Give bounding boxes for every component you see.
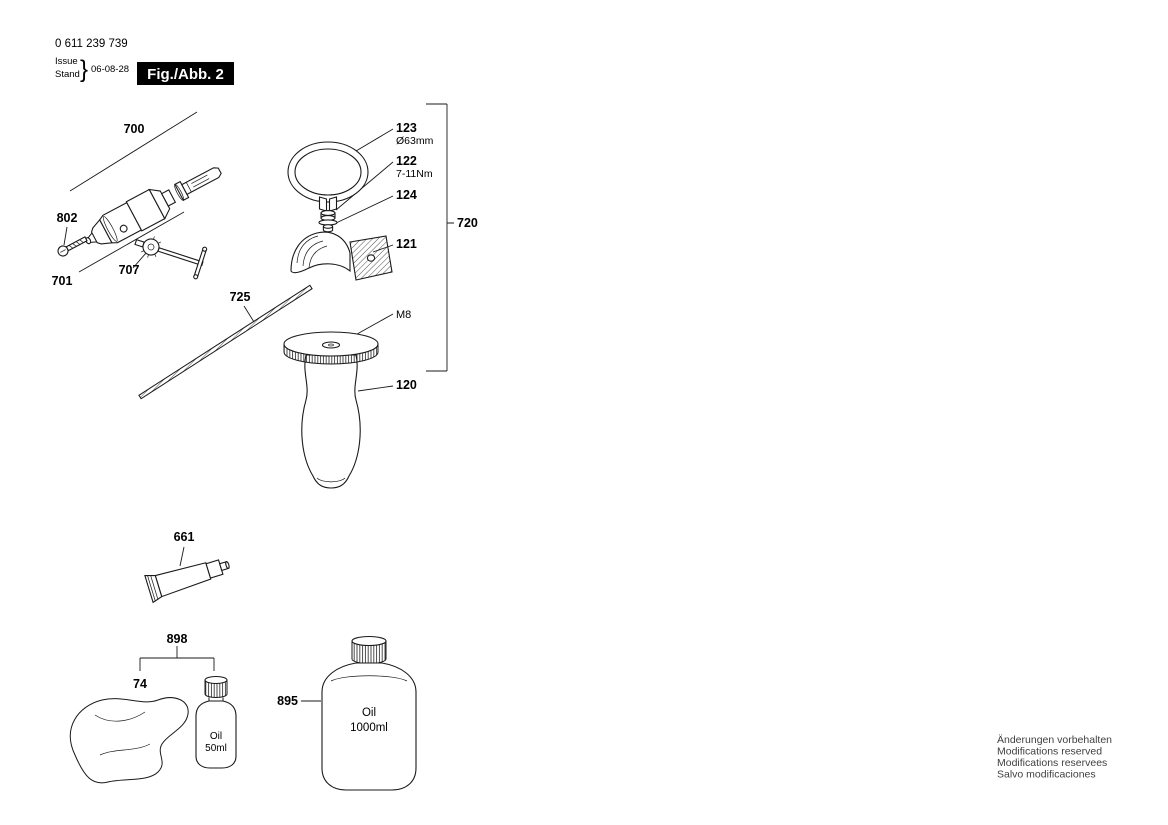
leader-802 xyxy=(63,226,68,246)
label-720: 720 xyxy=(457,216,478,230)
clamp-ring xyxy=(287,141,369,212)
label-701: 701 xyxy=(52,274,73,288)
oil-bottle-small: Oil 50ml xyxy=(195,675,237,769)
m8-washer xyxy=(321,341,341,349)
issue-stand-brace: } xyxy=(80,56,88,83)
label-120: 120 xyxy=(396,378,417,392)
rights-line-en: Modifications reserved xyxy=(997,746,1102,758)
depth-rod xyxy=(138,284,313,400)
cloth xyxy=(70,697,189,784)
oil-bottle-large: Oil 1000ml xyxy=(321,635,417,791)
leader-123 xyxy=(355,128,394,152)
clamp-body xyxy=(290,231,393,281)
label-895: 895 xyxy=(277,694,298,708)
label-707: 707 xyxy=(119,263,140,277)
leader-120 xyxy=(357,385,394,392)
label-122: 122 xyxy=(396,154,417,168)
leader-725 xyxy=(243,305,255,323)
figure-label: Fig./Abb. 2 xyxy=(147,66,224,83)
small-bottle-cap xyxy=(204,680,228,698)
tube-cap xyxy=(205,559,224,579)
label-898: 898 xyxy=(167,632,188,646)
leader-701 xyxy=(78,211,185,273)
label-124: 124 xyxy=(396,188,417,202)
rights-notice: Änderungen vorbehalten Modifications res… xyxy=(997,734,1112,781)
small-bottle-label-line1: Oil xyxy=(210,731,222,742)
rights-line-es: Salvo modificaciones xyxy=(997,769,1096,781)
leader-122 xyxy=(335,161,394,211)
chuck-key xyxy=(134,236,208,280)
clamp-nut xyxy=(318,210,338,226)
screw-802 xyxy=(57,236,88,257)
leader-661 xyxy=(179,546,185,567)
small-bottle-label-line2: 50ml xyxy=(205,743,227,754)
label-661: 661 xyxy=(174,530,195,544)
label-123: 123 xyxy=(396,121,417,135)
rights-line-fr: Modifications reservees xyxy=(997,757,1107,769)
label-700: 700 xyxy=(124,122,145,136)
issue-label: Issue xyxy=(55,56,78,67)
grease-tube xyxy=(144,559,230,604)
rights-line-de: Änderungen vorbehalten xyxy=(997,734,1112,746)
note-diameter: Ø63mm xyxy=(396,135,434,147)
issue-date: 06-08-28 xyxy=(91,64,129,75)
label-121: 121 xyxy=(396,237,417,251)
label-725: 725 xyxy=(230,290,251,304)
chuck-assembly xyxy=(85,188,177,245)
chuck-key-hole xyxy=(119,224,128,233)
label-802: 802 xyxy=(57,211,78,225)
clamp-hole xyxy=(366,254,376,262)
adapter-shank xyxy=(174,167,222,202)
leader-124 xyxy=(333,195,394,225)
part-labels: 700 802 701 707 725 123 Ø63mm 122 7-11Nm… xyxy=(52,121,478,708)
leader-707 xyxy=(132,252,147,269)
leader-700 xyxy=(69,111,198,192)
note-m8: M8 xyxy=(396,309,411,321)
handle-grip xyxy=(283,331,379,489)
stand-label: Stand xyxy=(55,69,80,80)
bracket-898 xyxy=(139,646,215,671)
note-torque: 7-11Nm xyxy=(396,168,433,180)
figure-label-box xyxy=(137,62,234,85)
large-bottle-label-line2: 1000ml xyxy=(350,722,388,734)
title-block: 0 611 239 739 Issue Stand } 06-08-28 Fig… xyxy=(55,38,234,85)
large-bottle-label-line1: Oil xyxy=(362,707,376,719)
bracket-720 xyxy=(426,103,454,372)
part-number: 0 611 239 739 xyxy=(55,38,128,50)
label-74: 74 xyxy=(133,677,147,691)
